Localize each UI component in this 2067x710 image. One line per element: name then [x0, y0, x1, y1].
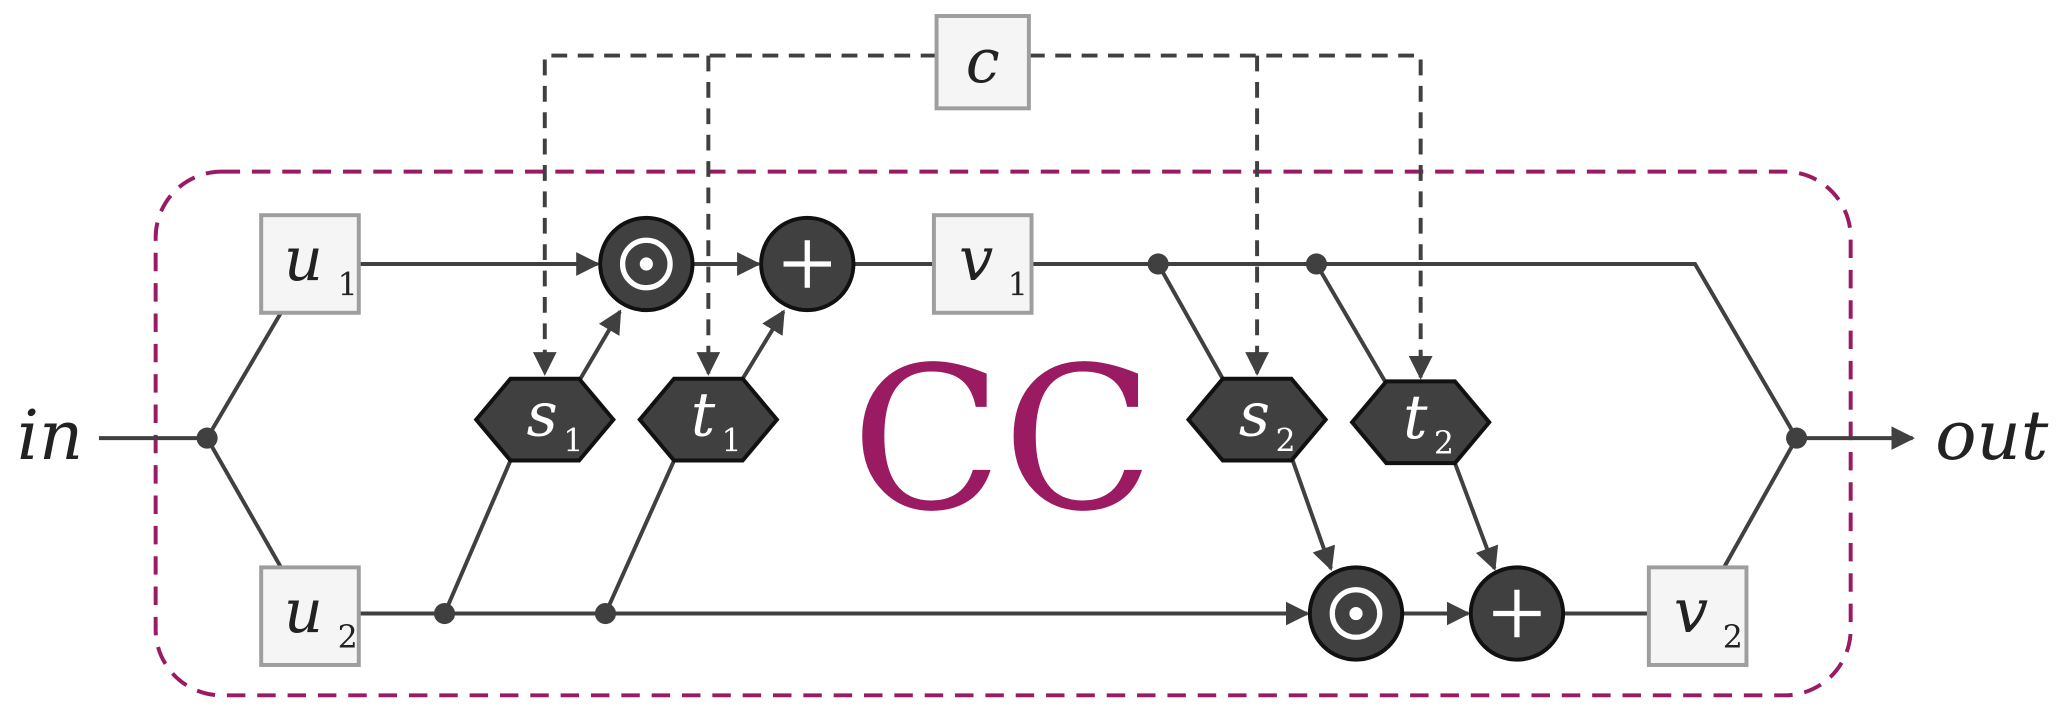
branch-node [594, 602, 617, 625]
network-t1-label: t [691, 380, 716, 450]
add-op-2 [1468, 565, 1566, 662]
box-u2-label: u [284, 577, 323, 647]
box-v2-sub: 2 [1723, 620, 1743, 656]
network-s1-sub: 1 [563, 423, 583, 459]
network-s2-label: s [1239, 380, 1270, 450]
branch-node [1305, 253, 1327, 275]
network-s2-sub: 2 [1276, 423, 1296, 459]
input-label: in [17, 396, 83, 476]
cc-title: CC [851, 324, 1154, 555]
box-v1-sub: 1 [1008, 268, 1028, 304]
multiply-op-1 [598, 215, 695, 313]
condition-box: c [934, 14, 1031, 111]
box-v1: v 1 [931, 213, 1034, 315]
network-t2: t 2 [1349, 379, 1492, 466]
add-op-1 [759, 215, 856, 313]
box-u1-sub: 1 [338, 268, 358, 304]
branch-node [433, 602, 456, 625]
branch-node [1147, 253, 1169, 275]
network-s1-label: s [527, 380, 558, 450]
box-v2-label: v [1674, 577, 1708, 647]
condition-label: c [966, 27, 1000, 97]
box-u1-label: u [284, 225, 323, 295]
box-v2: v 2 [1646, 565, 1749, 667]
network-s1: s 1 [473, 376, 616, 463]
wires [98, 252, 1916, 626]
output-label: out [1935, 396, 2048, 476]
junction-nodes [196, 253, 1808, 625]
box-u2: u 2 [259, 565, 361, 667]
network-t1: t 1 [637, 376, 780, 463]
merge-node [1786, 427, 1808, 449]
split-node [196, 427, 218, 449]
box-u1: u 1 [259, 213, 361, 315]
network-s2: s 2 [1185, 376, 1329, 463]
network-t2-label: t [1403, 383, 1428, 453]
condition-lines [532, 53, 1433, 380]
box-v1-label: v [959, 225, 993, 295]
network-t2-sub: 2 [1434, 426, 1454, 462]
box-u2-sub: 2 [338, 620, 358, 656]
multiply-op-2 [1307, 565, 1405, 662]
cc-block-border [153, 169, 1853, 698]
network-t1-sub: 1 [722, 423, 742, 459]
